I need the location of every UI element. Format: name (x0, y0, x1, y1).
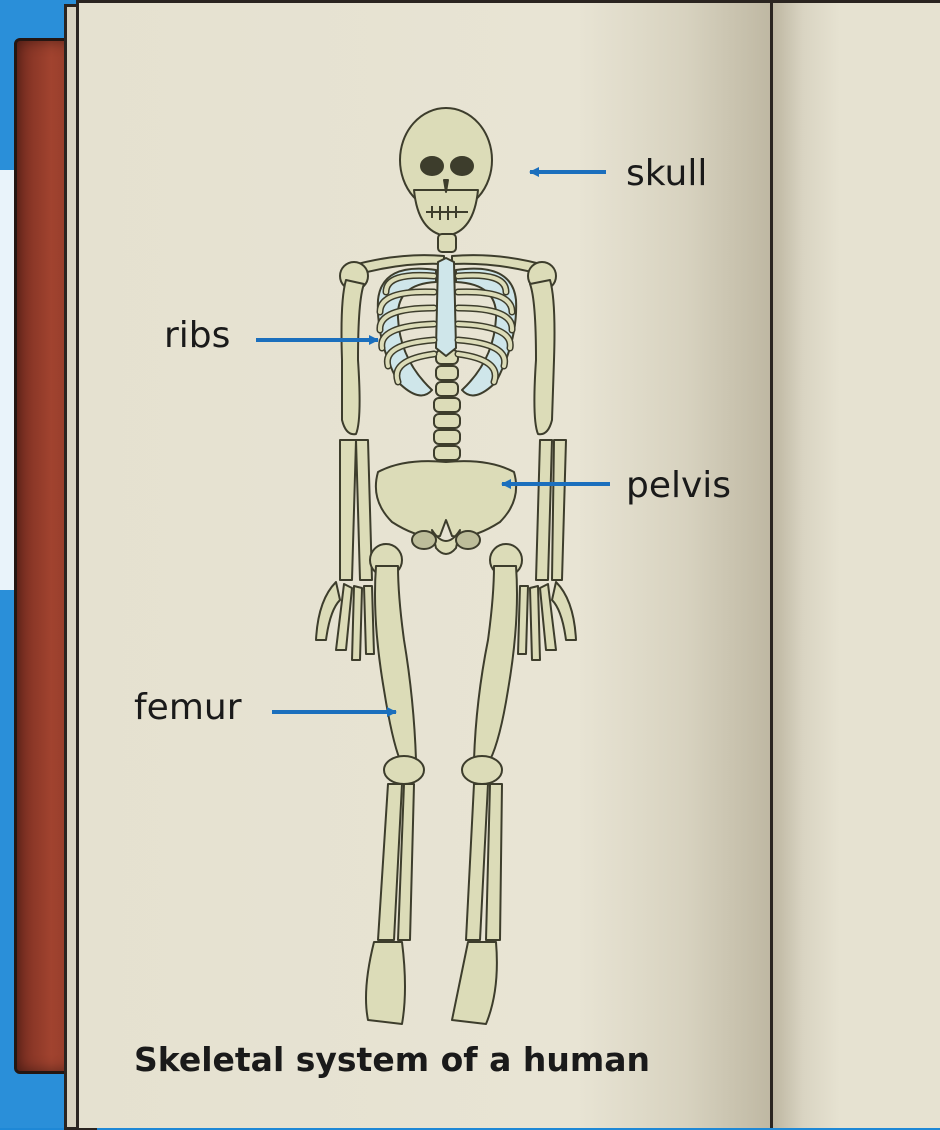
pelvis-label: pelvis (626, 468, 731, 504)
pelvis-bone (376, 461, 516, 554)
foot-bones (366, 942, 497, 1024)
femur-label: femur (134, 690, 242, 726)
diagram-caption: Skeletal system of a human (134, 1040, 650, 1079)
femur-bone (370, 544, 522, 784)
hand-bones (316, 582, 576, 660)
skull-bone (400, 108, 492, 236)
lower-leg-bones (378, 784, 502, 940)
ribs-label: ribs (164, 318, 230, 354)
skull-label: skull (626, 156, 707, 192)
